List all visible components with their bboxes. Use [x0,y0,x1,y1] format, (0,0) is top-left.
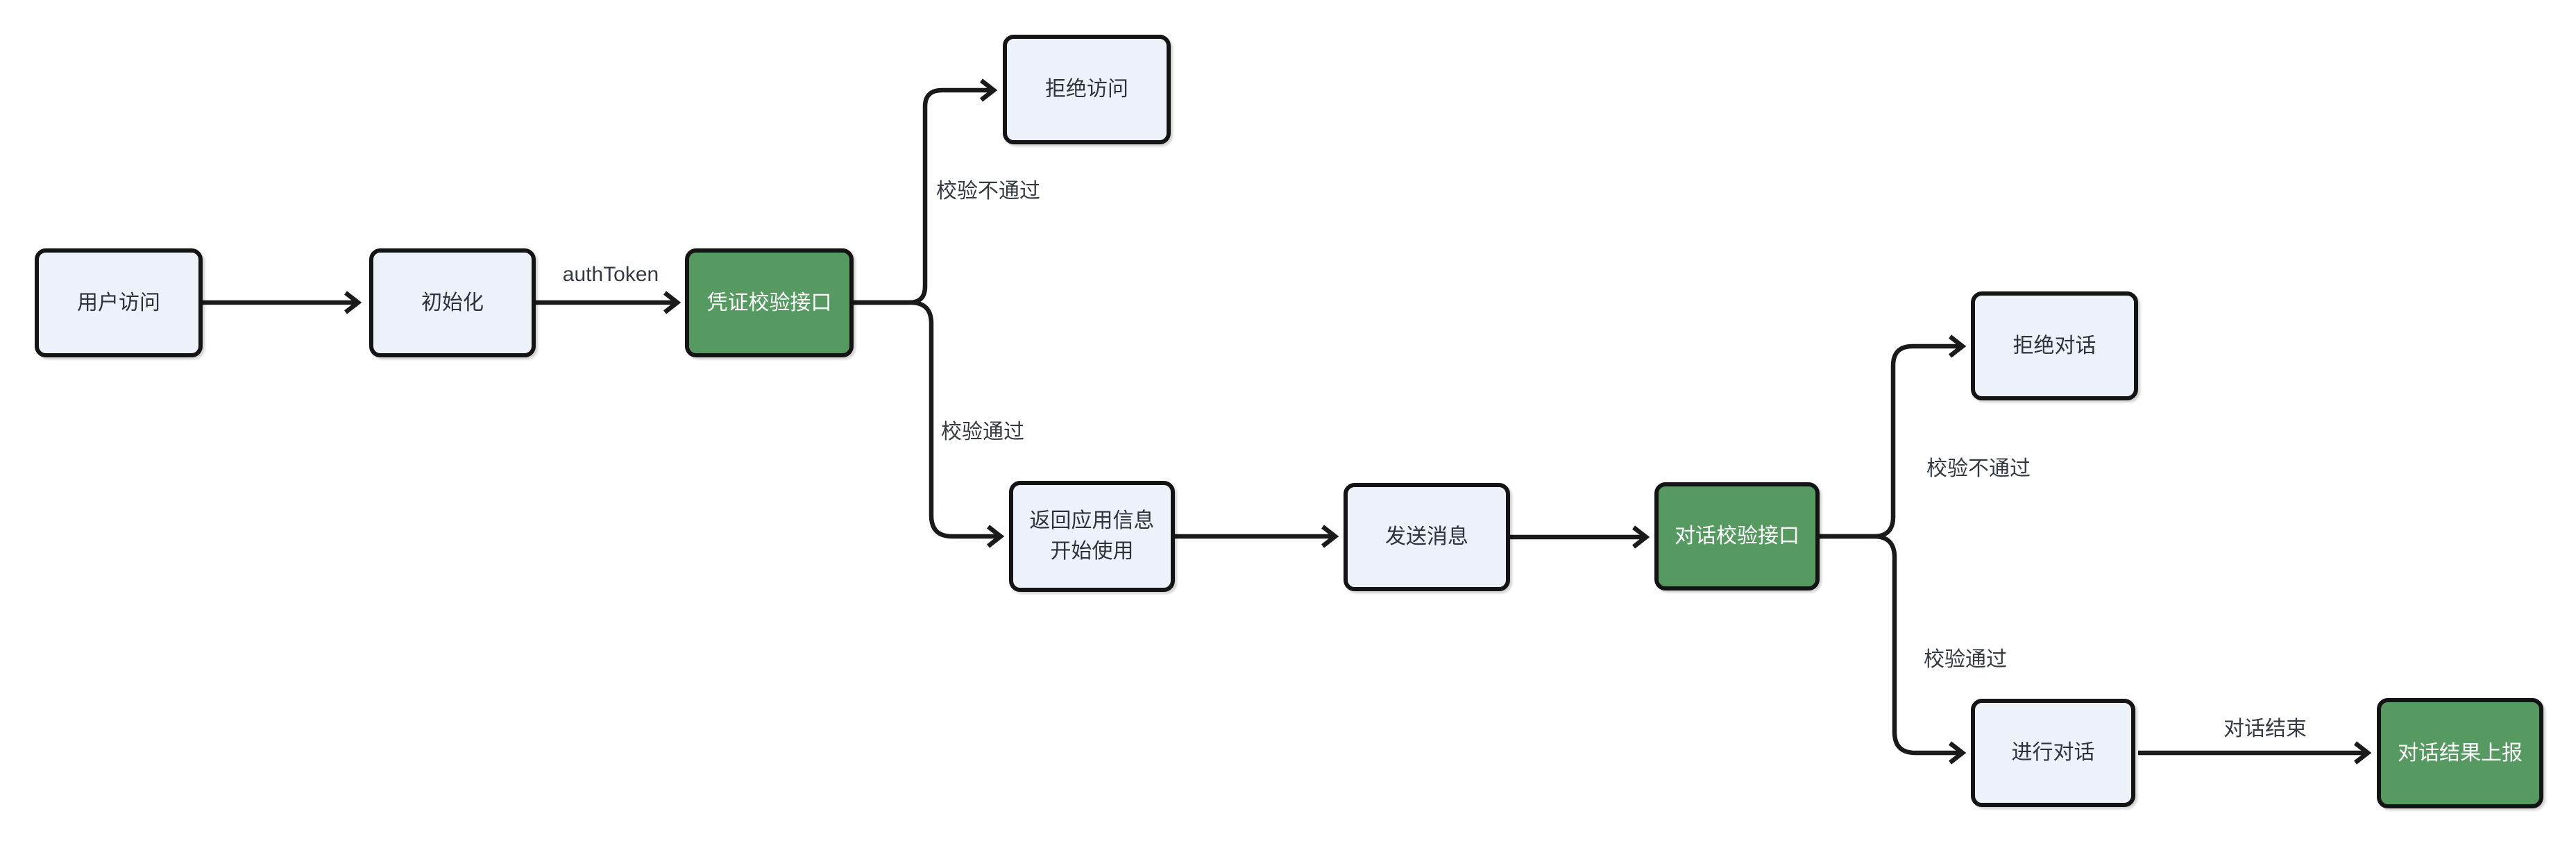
node-credential-check-api: 凭证校验接口 [685,248,854,357]
node-report-dialog-result-label: 对话结果上报 [2398,741,2523,765]
edge-label-dialog-end: 对话结束 [2222,711,2308,742]
edge-label-check-pass-1: 校验通过 [940,414,1026,445]
node-report-dialog-result: 对话结果上报 [2377,698,2543,808]
node-deny-dialog: 拒绝对话 [1971,291,2138,400]
edge-label-check-fail-2: 校验不通过 [1925,451,2032,482]
node-user-access-label: 用户访问 [77,291,160,314]
edge-dialog-check-to-deny-dialog [1820,334,1967,539]
node-dialog-check-api: 对话校验接口 [1654,482,1820,591]
node-init-label: 初始化 [421,291,484,314]
edge-label-check-pass-2: 校验通过 [1922,642,2008,672]
node-return-app-info-label: 返回应用信息 开始使用 [1029,509,1155,563]
edge-label-auth-token: authToken [561,263,661,287]
node-deny-dialog-label: 拒绝对话 [2012,334,2096,357]
edge-dialog-check-to-conduct-dialog [1820,534,1967,765]
node-deny-access: 拒绝访问 [1003,35,1171,144]
edge-credential-check-to-return-app-info [854,300,1005,548]
node-credential-check-api-label: 凭证校验接口 [706,291,832,314]
node-send-message: 发送消息 [1344,483,1510,591]
node-dialog-check-api-label: 对话校验接口 [1675,525,1799,547]
node-send-message-label: 发送消息 [1385,525,1468,548]
node-return-app-info: 返回应用信息 开始使用 [1009,481,1175,592]
node-conduct-dialog-label: 进行对话 [2011,741,2095,764]
node-conduct-dialog: 进行对话 [1971,699,2135,807]
edge-label-check-fail-1: 校验不通过 [935,173,1042,204]
node-user-access: 用户访问 [35,248,203,357]
node-deny-access-label: 拒绝访问 [1045,78,1128,101]
node-init: 初始化 [369,248,536,357]
